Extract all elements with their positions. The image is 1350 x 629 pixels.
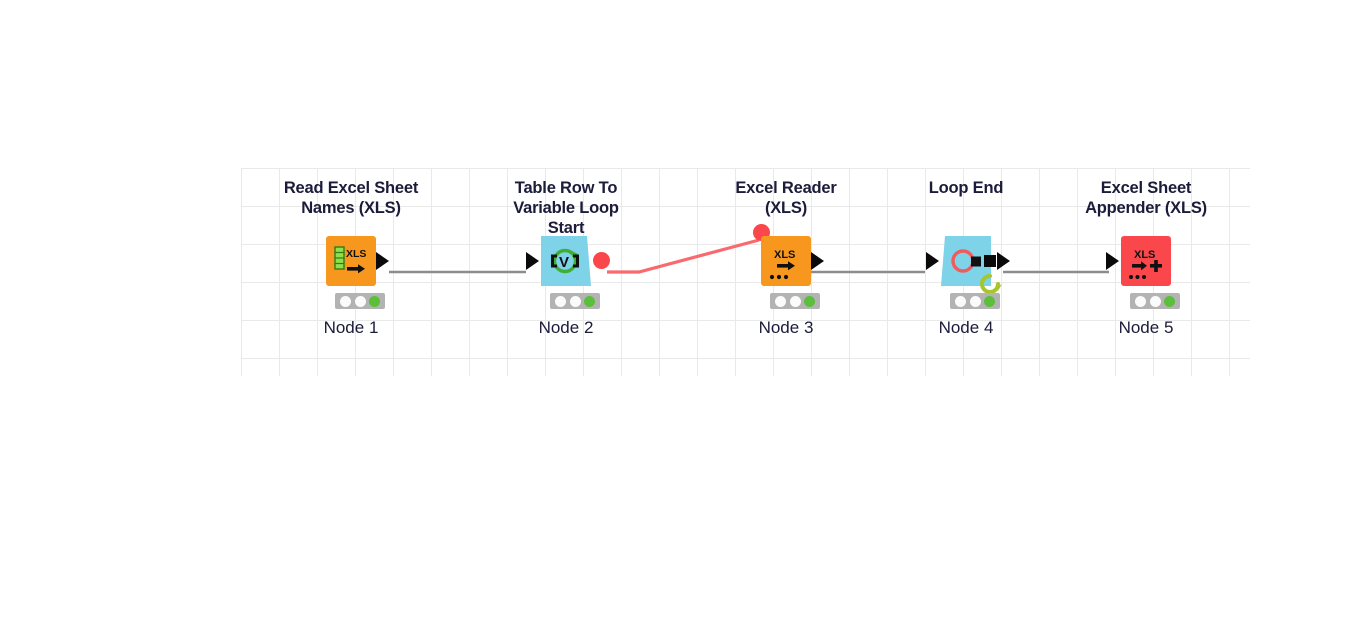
status-bar <box>950 293 1000 309</box>
node-title: Read Excel Sheet Names (XLS) <box>283 179 419 217</box>
status-led-executed <box>1163 295 1175 307</box>
status-bar <box>550 293 600 309</box>
node-name: Node 1 <box>323 318 379 337</box>
xls-read-icon: XLS <box>326 236 376 286</box>
status-led-executed <box>368 295 380 307</box>
node-icon-wrapper[interactable]: V <box>541 236 591 286</box>
svg-text:V: V <box>559 254 569 271</box>
xls-reader-icon: XLS <box>761 236 811 286</box>
loop-end-icon <box>941 236 991 286</box>
status-bar <box>1130 293 1180 309</box>
node-name: Node 5 <box>1118 318 1174 337</box>
node-body[interactable] <box>541 236 591 286</box>
input-port-data[interactable] <box>526 252 539 270</box>
status-bar <box>335 293 385 309</box>
node-icon-wrapper[interactable]: XLS <box>326 236 376 286</box>
loop-refresh-icon <box>976 270 1002 296</box>
status-led-idle <box>775 295 787 307</box>
connection-node2-node3[interactable] <box>607 238 760 274</box>
input-port-data[interactable] <box>926 252 939 270</box>
node-icon-wrapper[interactable]: XLS <box>761 236 811 286</box>
status-bar <box>770 293 820 309</box>
node-icon-wrapper[interactable]: XLS <box>1121 236 1171 286</box>
svg-text:XLS: XLS <box>774 249 795 261</box>
status-led-queued <box>1149 295 1161 307</box>
status-led-idle <box>955 295 967 307</box>
status-led-idle <box>555 295 567 307</box>
variable-loop-start-icon: V <box>541 236 591 286</box>
xls-append-icon: XLS <box>1121 236 1171 286</box>
node-title: Excel Sheet Appender (XLS) <box>1085 179 1207 217</box>
output-port-flow-variable[interactable] <box>593 252 610 269</box>
status-led-executed <box>983 295 995 307</box>
status-led-queued <box>569 295 581 307</box>
node-name: Node 4 <box>938 318 994 337</box>
node-name: Node 2 <box>538 318 594 337</box>
output-port-data[interactable] <box>997 252 1010 270</box>
output-port-data-square[interactable] <box>984 255 996 267</box>
node-title: Table Row To Variable Loop Start <box>513 179 619 237</box>
output-port-data[interactable] <box>376 252 389 270</box>
status-led-queued <box>354 295 366 307</box>
workflow-canvas[interactable]: Read Excel Sheet Names (XLS) XLS <box>241 168 1250 376</box>
status-led-executed <box>583 295 595 307</box>
status-led-idle <box>1135 295 1147 307</box>
status-led-queued <box>969 295 981 307</box>
status-led-idle <box>340 295 352 307</box>
input-port-data[interactable] <box>1106 252 1119 270</box>
node-title: Excel Reader (XLS) <box>735 179 837 217</box>
status-led-executed <box>803 295 815 307</box>
output-port-data[interactable] <box>811 252 824 270</box>
svg-text:XLS: XLS <box>1134 249 1155 261</box>
node-name: Node 3 <box>758 318 814 337</box>
node-title: Loop End <box>928 179 1004 197</box>
svg-text:XLS: XLS <box>346 248 366 260</box>
status-led-queued <box>789 295 801 307</box>
